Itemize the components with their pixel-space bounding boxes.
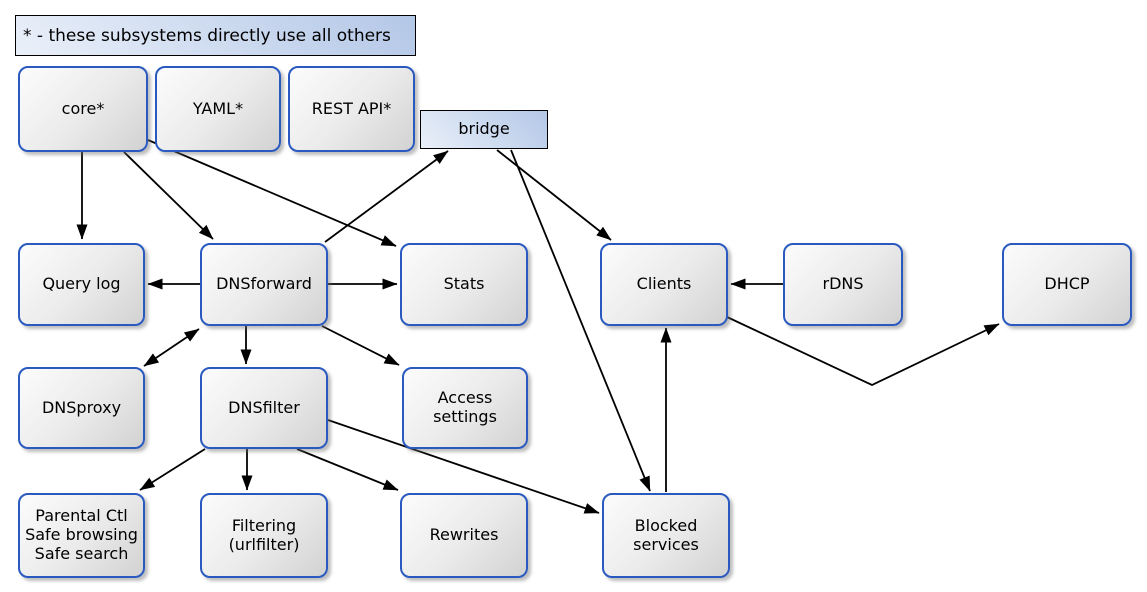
node-clients: Clients (600, 243, 728, 326)
legend-text: * - these subsystems directly use all ot… (23, 25, 391, 46)
node-stats: Stats (400, 243, 528, 326)
node-label-line: Parental Ctl (35, 506, 128, 526)
node-label-line: Filtering (231, 515, 297, 535)
node-label-line: Safe browsing (25, 525, 138, 545)
node-dnsproxy: DNSproxy (18, 367, 145, 449)
node-yaml: YAML* (155, 66, 281, 152)
edge-bridge-clients (496, 149, 612, 241)
node-rdns: rDNS (783, 243, 903, 326)
node-rewrites: Rewrites (400, 493, 528, 578)
node-label-line: Query log (42, 274, 121, 294)
node-label-line: (urlfilter) (228, 534, 300, 554)
node-querylog: Query log (18, 243, 145, 326)
node-label-line: rDNS (822, 274, 864, 294)
node-label-line: Rewrites (429, 525, 499, 545)
edge-dnsfilter-rewrites (296, 448, 399, 491)
edge-dnsforward-bridge (324, 150, 449, 243)
node-label-line: DNSproxy (41, 397, 122, 417)
node-label-line: services (633, 534, 699, 554)
node-dnsfilter: DNSfilter (200, 367, 328, 449)
node-label-line: Access (437, 388, 493, 408)
node-filtering: Filtering(urlfilter) (200, 493, 328, 578)
node-restapi: REST API* (288, 66, 415, 152)
edge-core-dnsforward (123, 151, 214, 240)
node-dnsforward: DNSforward (200, 243, 328, 326)
node-label-line: REST API* (311, 98, 392, 118)
node-core: core* (18, 66, 148, 152)
node-label-line: Clients (636, 274, 692, 294)
node-dhcp: DHCP (1002, 243, 1132, 326)
node-label-line: bridge (458, 119, 510, 139)
edge-dnsfilter-parental (139, 448, 206, 491)
legend-box: * - these subsystems directly use all ot… (15, 15, 416, 56)
edge-clients-dhcp (726, 316, 1000, 386)
node-label-line: Blocked (634, 515, 698, 535)
node-label-line: DNSfilter (228, 397, 300, 417)
node-label-line: YAML* (192, 98, 244, 118)
edge-dnsproxy-dnsforward (143, 328, 200, 367)
node-label-line: core* (61, 98, 105, 118)
node-label-line: Safe search (34, 543, 129, 563)
edge-dnsforward-access (321, 325, 400, 366)
node-bridge: bridge (420, 110, 548, 149)
node-label-line: settings (433, 407, 497, 426)
node-label-line: DHCP (1044, 274, 1090, 294)
node-label-line: DNSforward (216, 274, 312, 294)
edge-core-stats (147, 139, 397, 247)
node-label-line: Stats (443, 274, 485, 294)
